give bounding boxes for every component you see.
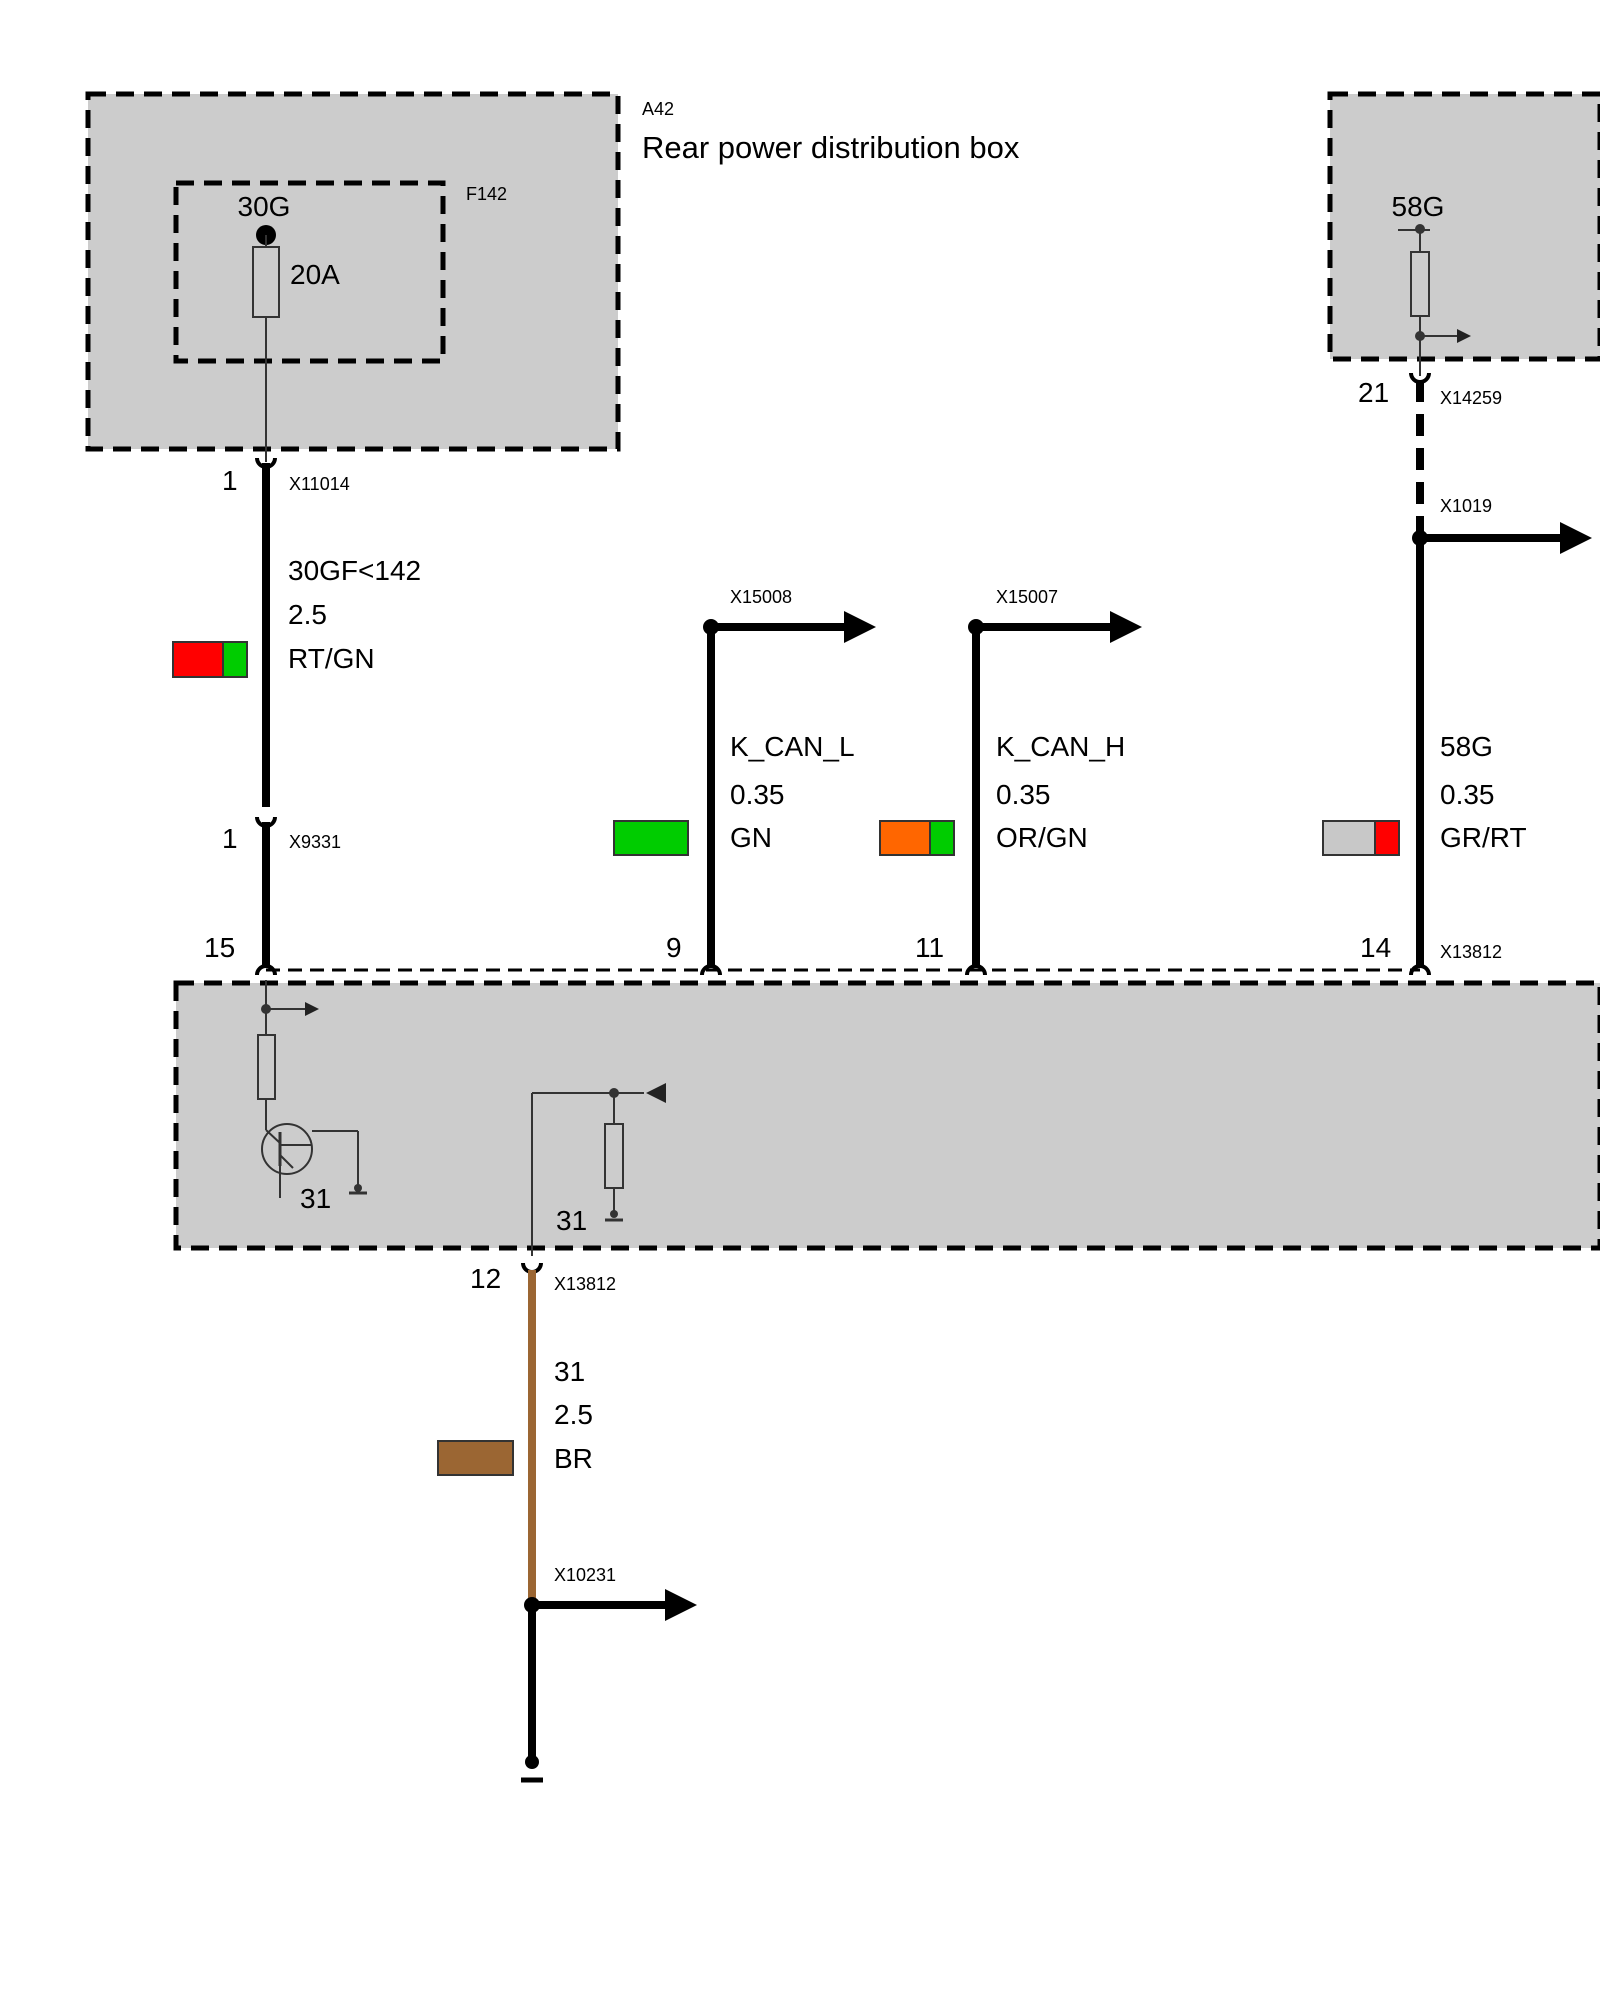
wire-color-code-label: GR/RT [1440,822,1527,853]
wire-size-label: 2.5 [288,599,327,630]
pin-label: 1 [222,823,238,854]
pin-label: 1 [222,465,238,496]
wire-size-label: 0.35 [1440,779,1495,810]
internal-ground-label: 31 [556,1205,587,1236]
internal-pullup-circuit [531,1083,666,1256]
splice-label: X1019 [1440,496,1492,516]
transistor-symbol [261,1123,313,1175]
control-unit-box [173,980,1600,1251]
wire-31-color-swatch [437,1440,514,1476]
pin-label: 15 [204,932,235,963]
wire-size-label: 0.35 [730,779,785,810]
pin-label: 14 [1360,932,1391,963]
wire-name-label: K_CAN_L [730,731,855,762]
wire-color-code-label: OR/GN [996,822,1088,853]
internal-resistor [604,1123,624,1189]
internal-input-arrow [646,1083,666,1103]
wire-name-label: 31 [554,1356,585,1387]
box-id-label: A42 [642,99,674,119]
wire-30gf-color-swatch [172,641,248,678]
wire-color-code-label: BR [554,1443,593,1474]
internal-resistor [257,1034,276,1100]
connector-label: X15007 [996,587,1058,607]
wire-58g-color-swatch [1322,820,1400,856]
connector-label: X13812 [1440,942,1502,962]
pin-label: 21 [1358,377,1389,408]
wire-k-can-h-color-swatch [879,820,955,856]
connector-label: X14259 [1440,388,1502,408]
wire-size-label: 2.5 [554,1399,593,1430]
wire-color-code-label: RT/GN [288,643,375,674]
fuse-terminal-label: 30G [238,191,291,222]
wire-name-label: 58G [1440,731,1493,762]
fuse-id-label: F142 [466,184,507,204]
pin-label: 12 [470,1263,501,1294]
wire-k-can-l-color-swatch [613,820,689,856]
light-module-resistor [1410,251,1430,317]
wire-name-label: K_CAN_H [996,731,1125,762]
connector-label: X11014 [289,474,350,494]
wire-name-label: 30GF<142 [288,555,421,586]
wire-58g [1322,372,1592,967]
wire-k-can-h [879,611,1142,967]
connector-label: X15008 [730,587,792,607]
wire-size-label: 0.35 [996,779,1051,810]
wire-k-can-l [613,611,876,967]
pin-label: 9 [666,932,682,963]
wire-31-ground [437,1262,697,1783]
splice-label: X10231 [554,1565,616,1585]
connector-x9331-symbol [255,816,277,828]
box-title-label: Rear power distribution box [642,130,1020,165]
light-module-box [1327,91,1600,376]
connector-label: X13812 [554,1274,616,1294]
internal-transistor-circuit [257,980,367,1198]
fuse-rating-label: 20A [290,259,340,290]
connector-label: X9331 [289,832,341,852]
rear-power-distribution-box [85,91,621,462]
pin-label: 11 [915,932,944,963]
wire-color-code-label: GN [730,822,772,853]
connector-x11014-symbol [255,457,277,469]
internal-ground-label: 31 [300,1183,331,1214]
wire-30gf [172,457,277,967]
light-module-terminal-label: 58G [1392,191,1445,222]
fuse-20a-symbol [252,246,280,318]
fuse-f142-box [173,180,446,364]
main-connector-line [255,964,1431,976]
